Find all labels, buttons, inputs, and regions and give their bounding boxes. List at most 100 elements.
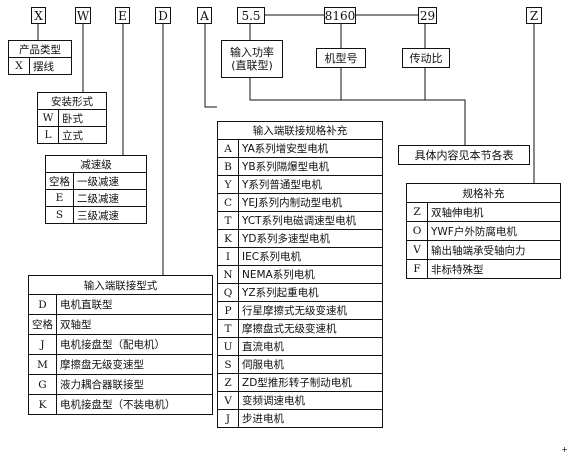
code-box-input-type: D [155,7,171,24]
description-cell: ZD型推形转子制动电机 [238,373,383,392]
table-header-row: 产品类型 [8,40,72,58]
label-model-number: 机型号 [316,48,366,68]
description-cell: YD系列多速型电机 [238,229,383,248]
table-row: 空格一级减速 [45,172,147,190]
table-header-row: 输入端联接规格补充 [217,121,383,140]
description-cell: 摩擦盘无级变速型 [56,354,213,375]
code-box-model: 8160 [324,7,356,24]
table-row: 空格双轴型 [28,314,213,335]
table-header-row: 安装形式 [37,92,107,110]
code-cell: F [406,259,428,279]
code-box-reduction: E [115,7,130,24]
code-box-ratio: 29 [418,7,437,24]
description-cell: 非标特殊型 [427,259,561,279]
description-cell: IEC系列电机 [238,247,383,266]
description-cell: 二级减速 [73,189,147,207]
description-cell: YCT系列电磁调速型电机 [238,211,383,230]
code-cell: C [217,193,239,212]
description-cell: 电机直联型 [56,294,213,315]
code-box-power: 5.5 [237,7,265,24]
description-cell: 步进电机 [238,409,383,428]
description-cell: 电机接盘型（不装电机） [56,394,213,415]
code-cell: B [217,157,239,176]
description-cell: 三级减速 [73,206,147,224]
table-title: 输入端联接型式 [28,275,213,295]
table-title: 安装形式 [37,92,107,110]
description-cell: YWF户外防腐电机 [427,221,561,241]
code-cell: N [217,265,239,284]
label-see-tables: 具体内容见本节各表 [398,145,530,165]
code-cell: S [45,206,74,224]
description-cell: YB系列隔爆型电机 [238,157,383,176]
code-cell: Z [217,373,239,392]
code-cell: A [217,139,239,158]
description-cell: 双轴伸电机 [427,202,561,222]
label-input-power: 输入功率(直联型) [221,40,283,78]
corner-mark: + [561,445,568,454]
label-transmission-ratio: 传动比 [402,48,450,68]
description-cell: 直流电机 [238,337,383,356]
description-cell: Y系列普通型电机 [238,175,383,194]
description-cell: 液力耦合器联接型 [56,374,213,395]
description-cell: 伺服电机 [238,355,383,374]
code-cell: I [217,247,239,266]
code-box-product: X [31,7,46,24]
code-cell: G [28,374,57,395]
description-cell: 双轴型 [56,314,213,335]
code-cell: J [217,409,239,428]
code-cell: E [45,189,74,207]
table-header-row: 减速级 [45,155,147,173]
code-cell: M [28,354,57,375]
code-cell: P [217,301,239,320]
description-cell: 卧式 [58,109,107,127]
table-header-row: 规格补充 [406,183,561,203]
table-header-row: 输入端联接型式 [28,275,213,295]
description-cell: 立式 [58,126,107,144]
code-cell: L [37,126,59,144]
description-cell: 电机接盘型（配电机） [56,334,213,355]
description-cell: 一级减速 [73,172,147,190]
code-cell: Y [217,175,239,194]
table-title: 减速级 [45,155,147,173]
code-cell: Q [217,283,239,302]
code-box-mount: W [75,7,91,24]
code-cell: K [217,229,239,248]
code-cell: 空格 [28,314,57,335]
description-cell: 摩擦盘式无级变速机 [238,319,383,338]
code-cell: T [217,211,239,230]
code-box-spec-supp: Z [526,7,542,24]
table-title: 规格补充 [406,183,561,203]
description-cell: 输出轴端承受轴向力 [427,240,561,260]
code-box-input-spec: A [197,7,212,24]
code-cell: U [217,337,239,356]
table-title: 输入端联接规格补充 [217,121,383,140]
